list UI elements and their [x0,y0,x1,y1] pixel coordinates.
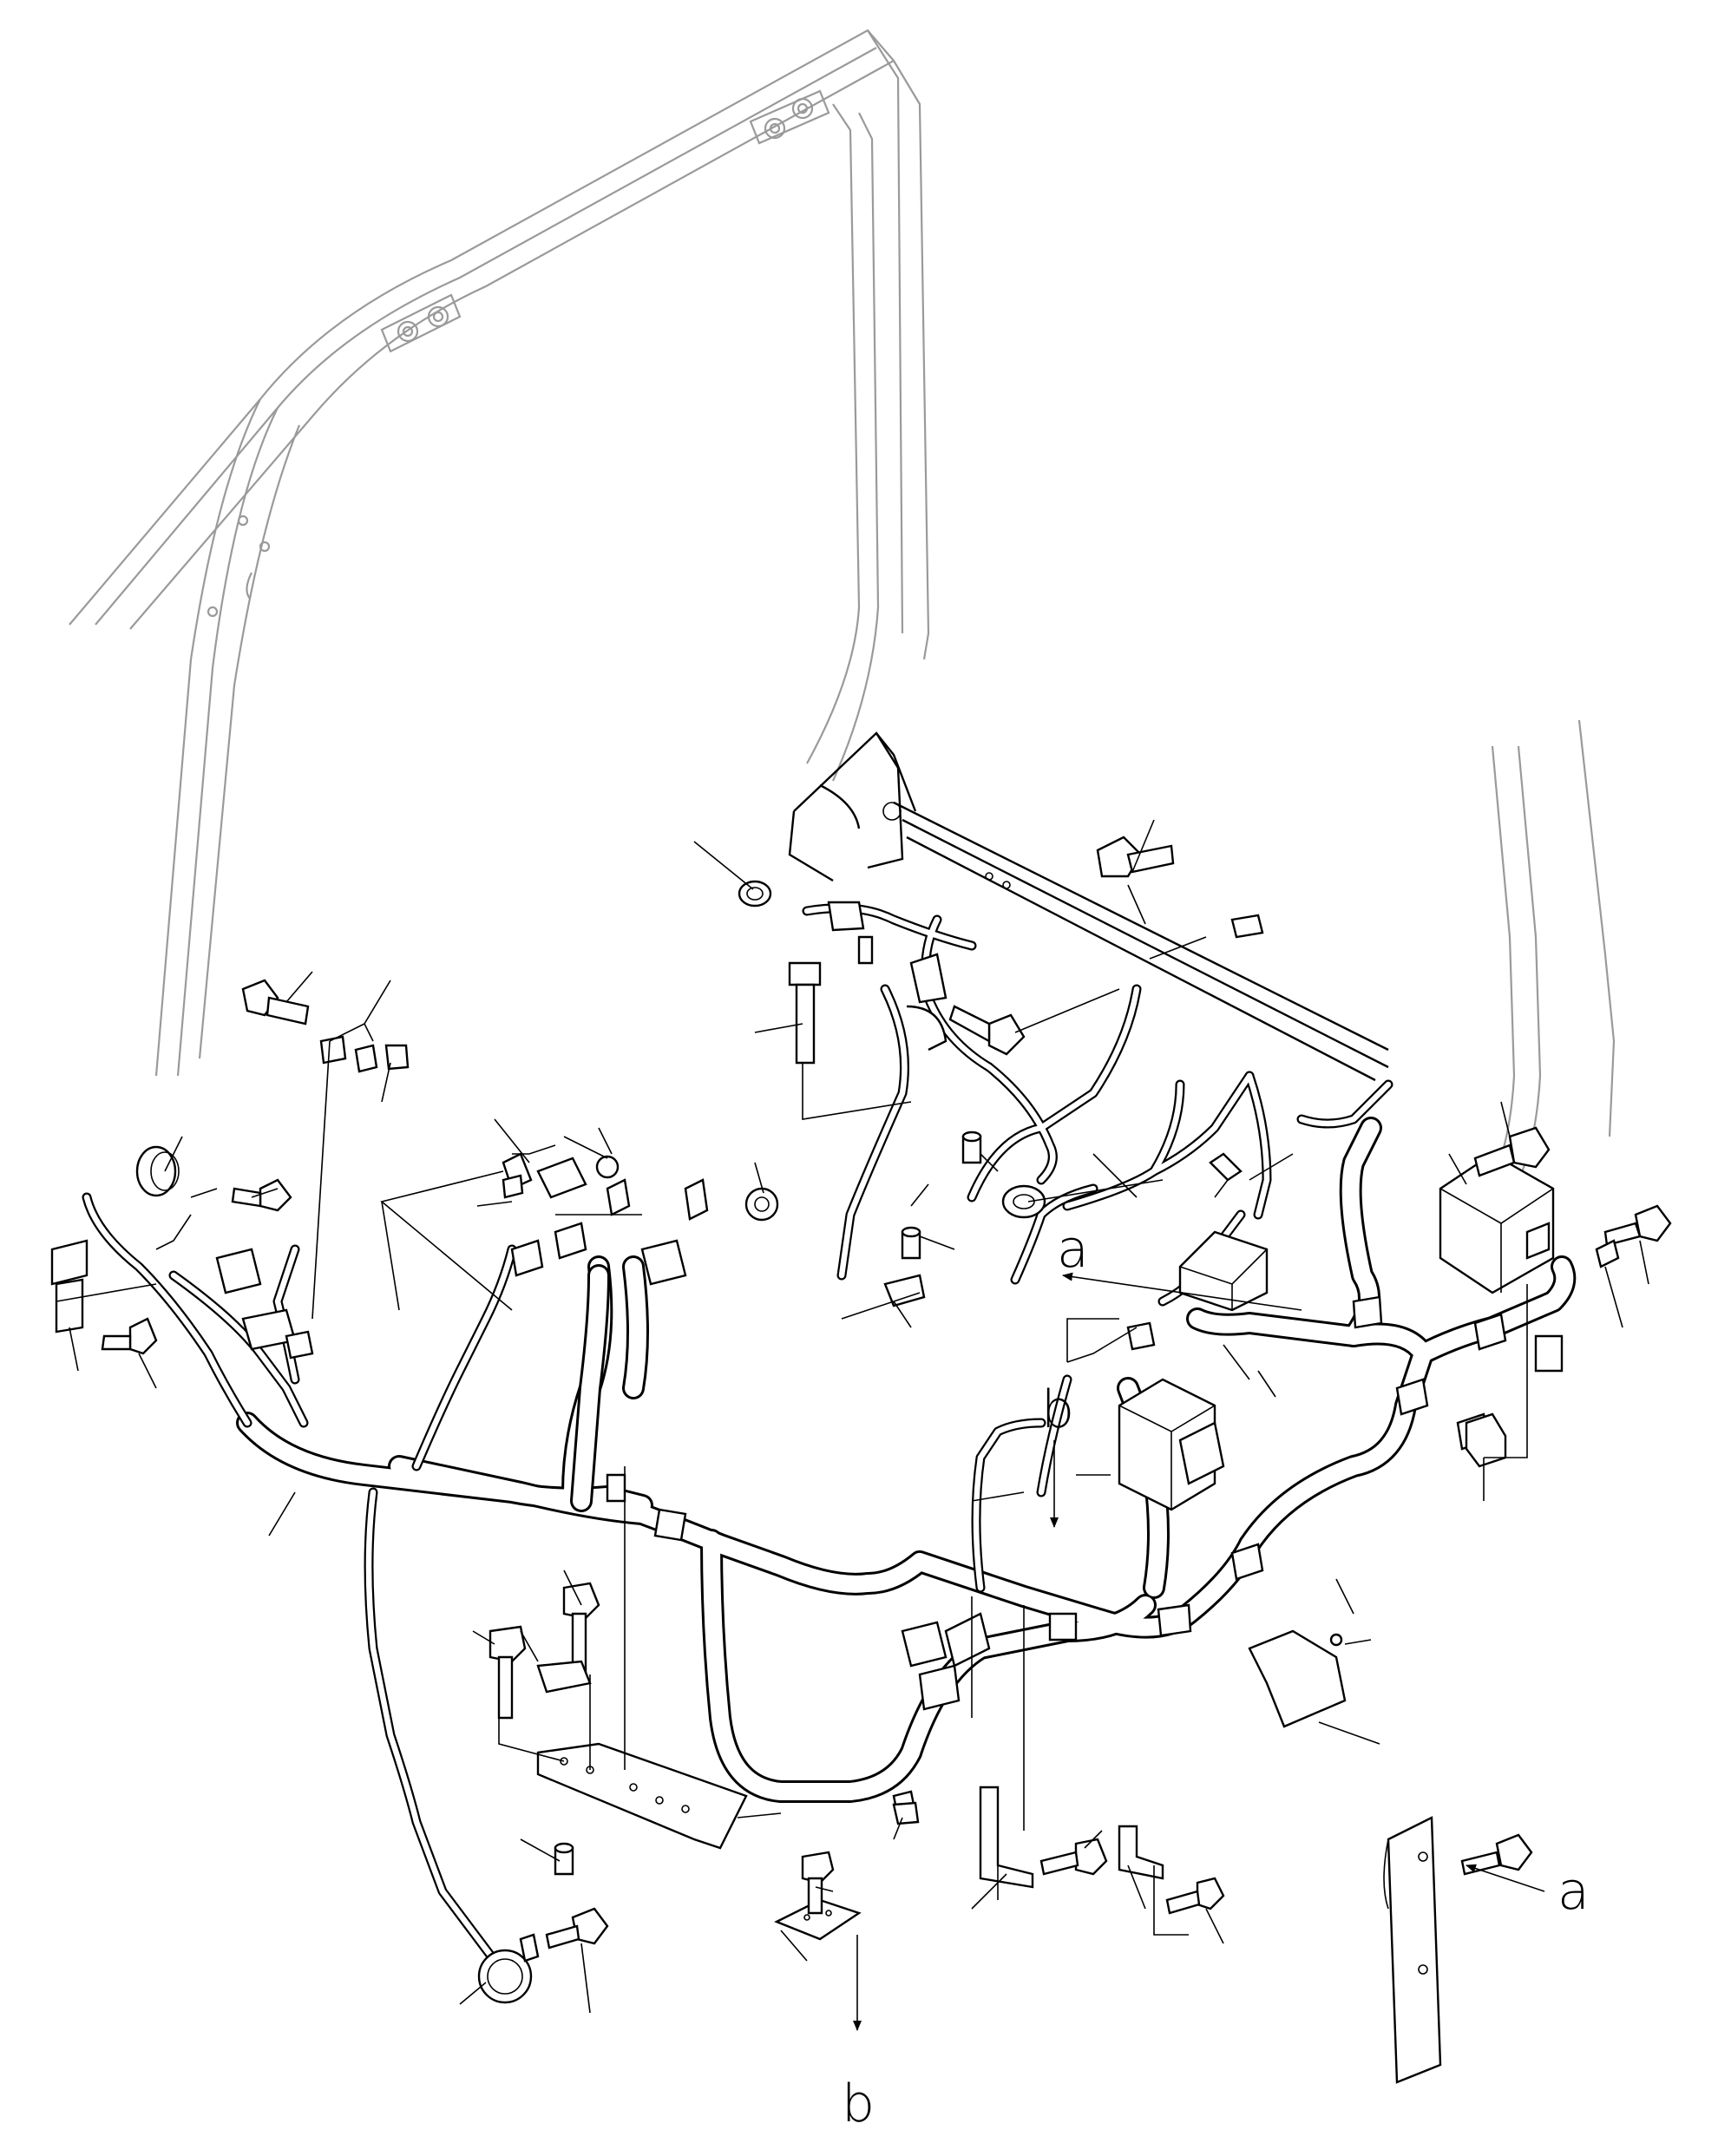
leader-lines [56,819,1649,2014]
plate-lower-left [536,1742,748,1850]
bolt-cover [1460,1833,1533,1876]
label-a-lower: a [1557,1861,1590,1922]
arrow-a-upper [1062,1272,1302,1311]
bolt-far-right [1603,1204,1672,1247]
plate-lower-center [774,1898,862,1941]
view-arrows [853,1272,1545,2031]
cover-plate-right [1383,1816,1442,2084]
label-a-upper: a [1057,1219,1089,1280]
bolt-horn [545,1907,609,1950]
bolt-tall [788,961,822,1065]
bolt-mid-upper [948,1005,1026,1056]
upper-bracket [788,731,1389,1082]
connector-cluster-upper [554,1178,709,1286]
label-b-lower: b [842,2074,875,2134]
connector-cluster-lower [901,1612,991,1711]
bolt-left-mid [231,1178,292,1212]
controller-box [1439,1152,1555,1294]
cab-frame [69,29,1616,1198]
view-labels: a a b b [842,1219,1590,2134]
angle-bracket-right [1248,1629,1347,1728]
bracket-left [50,1239,89,1334]
spacer [554,1842,574,1876]
connector-top [827,901,865,932]
connector-cluster-left [215,1248,314,1360]
l-bracket-right [1118,1825,1164,1880]
eyelet-left [744,1187,779,1222]
fuse-box [1118,1378,1225,1511]
arrow-a-lower [1466,1864,1545,1892]
relay-round-left [135,1145,180,1197]
bolt-right-bottom [1165,1877,1225,1915]
bolt-left-lower [101,1317,158,1355]
bolt-right [1473,1126,1551,1177]
label-b-upper: b [1041,1379,1074,1440]
bolt-lower-left-1 [562,1582,600,1676]
l-bracket-center [979,1786,1034,1889]
grommet-center [1001,1184,1046,1219]
bolt-upper-right [1096,836,1175,878]
grommet-top [738,880,772,908]
bolt-center-bottom [1039,1838,1108,1876]
relay-right-lower [1465,1412,1507,1468]
horn [477,1933,540,2004]
bolt-left-top [241,979,310,1026]
bolt-lower-left-2 [489,1625,527,1720]
